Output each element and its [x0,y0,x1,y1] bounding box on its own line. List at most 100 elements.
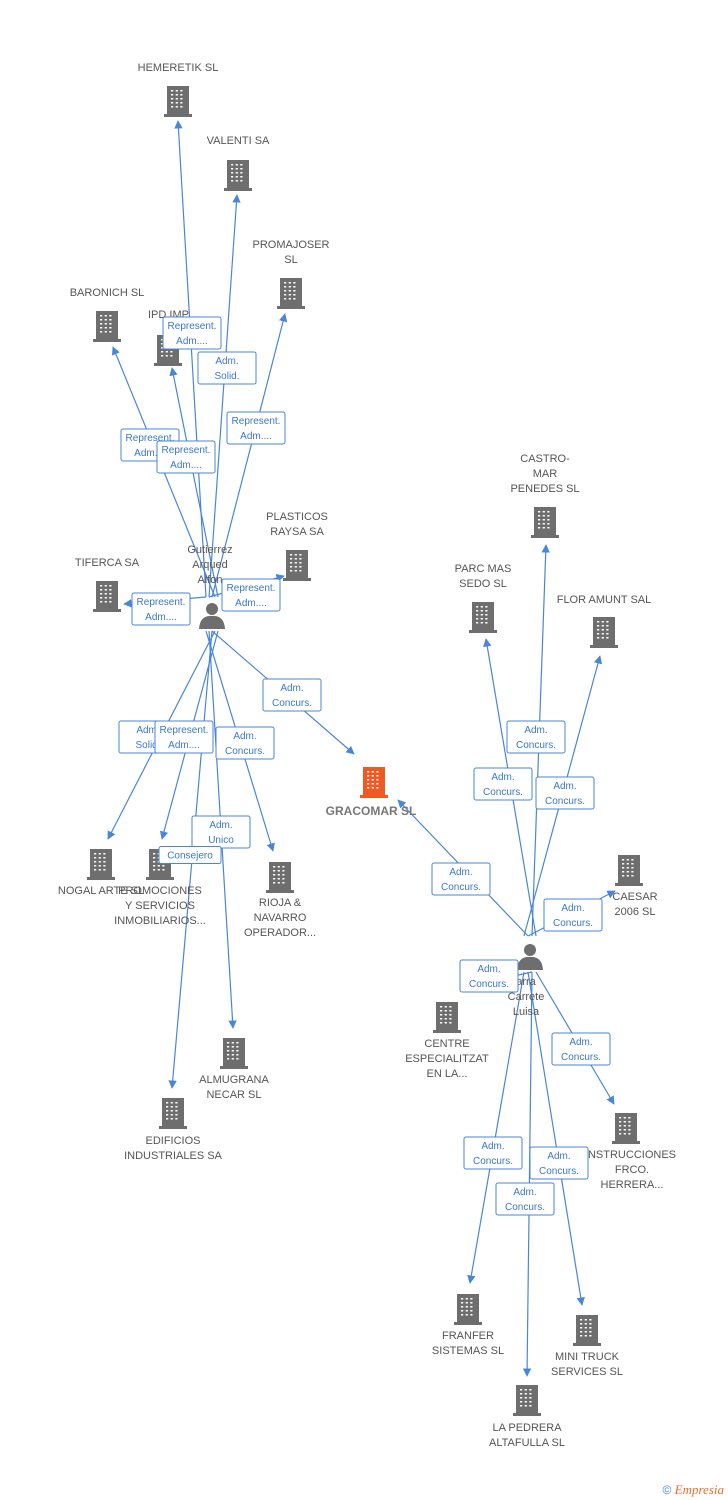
copyright-symbol: © [662,1483,672,1497]
edge-label-p1-promajoser[interactable]: Represent.Adm.... [226,411,286,445]
footer-credit[interactable]: © Empresia [662,1482,724,1498]
company-node-valenti[interactable]: VALENTI SA [207,135,270,191]
edge-label-text: Adm.Concurs. [441,867,481,893]
node-label: TIFERCA SA [75,557,140,569]
edge-p1-hemeretik [174,120,207,598]
edge-label-text: Adm.Concurs. [553,903,593,929]
edge-label-p2-lapedrera[interactable]: Adm.Concurs. [495,1182,555,1216]
company-node-tiferca[interactable]: TIFERCA SA [75,557,140,612]
node-label: BARONICH SL [70,287,145,299]
edge-p2-minitruck [527,971,585,1306]
edge-label-p2-minitruck[interactable]: Adm.Concurs. [529,1146,589,1180]
building-icon [224,160,252,191]
edge-label-text: Adm.Unico [208,820,234,846]
edge-label-p1-gracomar[interactable]: Adm.Concurs. [262,678,322,712]
edge-p1-ipd [169,367,219,598]
edge-label-p2-castromar[interactable]: Adm.Concurs. [506,720,566,754]
building-icon [266,862,294,893]
building-icon [590,617,618,648]
edge-label-text: Represent.Adm.... [137,597,186,623]
edge-label-p2-construcciones[interactable]: Adm.Concurs. [551,1032,611,1066]
building-icon [433,1002,461,1033]
edge-label-text: Represent.Adm.... [126,433,175,459]
edge-label-p2-centre[interactable]: Adm.Concurs. [459,959,519,993]
center-company-node[interactable]: GRACOMAR SL [326,767,417,818]
person-icon [517,944,543,970]
edge-p1-valenti [208,194,241,598]
edge-label-text: Adm.Concurs. [516,725,556,751]
edge-label-p1-edificios[interactable]: Consejero [158,846,222,864]
building-icon [513,1385,541,1416]
edge-label-p2-franfer[interactable]: Adm.Concurs. [463,1136,523,1170]
edge-label-p1-rioja[interactable]: Adm.Concurs. [215,726,275,760]
edge-label-p1-promociones[interactable]: Represent.Adm.... [154,720,214,754]
building-icon [87,849,115,880]
building-icon [615,855,643,886]
edge-label-p2-floramunt[interactable]: Adm.Concurs. [535,776,595,810]
building-icon [454,1294,482,1325]
building-icon [93,581,121,612]
edge-p1-promajoser [211,313,288,598]
edge-label-text: Adm.Solid. [214,356,239,382]
person-icon [199,603,225,629]
edge-label-p1-almugrana[interactable]: Adm.Unico [191,815,251,849]
company-node-baronich[interactable]: BARONICH SL [70,287,145,342]
company-node-nogal[interactable]: NOGAL ARTE SL [58,849,144,897]
edge-label-p2-gracomar[interactable]: Adm.Concurs. [431,862,491,896]
edge-label-p1-plasticos[interactable]: Represent.Adm.... [221,578,281,612]
edge-label-text: Adm.Concurs. [539,1151,579,1177]
edge-label-text: Adm.Concurs. [473,1141,513,1167]
building-icon [360,767,388,798]
company-node-floramunt[interactable]: FLOR AMUNT SAL [557,594,652,648]
edge-label-text: Adm.Concurs. [505,1187,545,1213]
node-label: VALENTI SA [207,135,270,147]
edge-labels-layer: Represent.Adm....Adm.Solid.Represent.Adm… [118,316,611,1216]
node-label: HEMERETIK SL [138,62,219,74]
edge-label-p1-hemeretik[interactable]: Represent.Adm.... [162,316,222,350]
edge-label-p1-tiferca[interactable]: Represent.Adm.... [131,592,191,626]
building-icon [283,550,311,581]
edge-label-text: Adm.Concurs. [225,731,265,757]
building-icon [469,602,497,633]
edge-label-text: Represent.Adm.... [232,416,281,442]
edge-label-text: Adm.Solid. [135,725,160,751]
edge-label-p2-parcmas[interactable]: Adm.Concurs. [473,767,533,801]
edge-label-p1-ipd[interactable]: Represent.Adm.... [156,440,216,474]
brand-logo-text: Empresia [674,1482,724,1497]
edge-label-text: Consejero [167,851,213,862]
company-node-hemeretik[interactable]: HEMERETIK SL [138,62,219,117]
edge-label-p2-caesar[interactable]: Adm.Concurs. [543,898,603,932]
edge-label-text: Adm.Concurs. [545,781,585,807]
edge-label-p1-valenti[interactable]: Adm.Solid. [197,351,257,385]
